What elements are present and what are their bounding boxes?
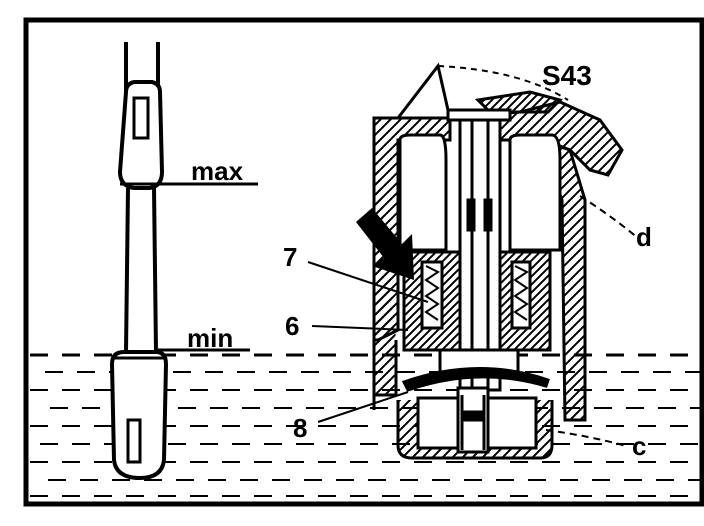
- min-label: min: [187, 323, 233, 353]
- figure-code-label: S43: [542, 60, 592, 91]
- dipstick: [109, 42, 169, 481]
- leader-lines: [307, 195, 639, 447]
- callout-d: d: [636, 222, 652, 252]
- arrow-indicator: [356, 208, 414, 280]
- figure-frame: [23, 17, 704, 507]
- callout-7: 7: [283, 242, 297, 272]
- max-label: max: [191, 156, 244, 186]
- callout-8: 8: [293, 413, 307, 443]
- callout-6: 6: [285, 311, 299, 341]
- valve-assembly: [372, 62, 624, 460]
- callout-c: c: [632, 431, 646, 461]
